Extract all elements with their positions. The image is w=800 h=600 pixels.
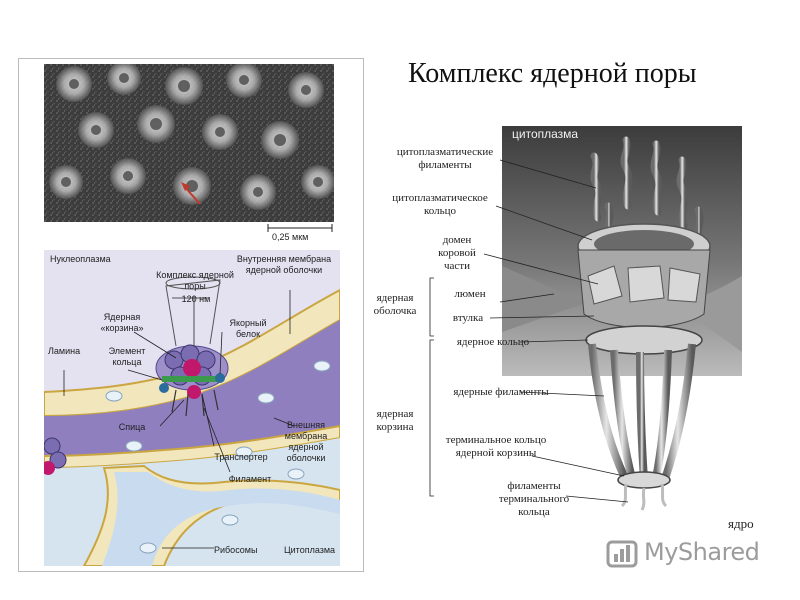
label-transporter: Транспортер [214, 452, 268, 462]
label-spoke: Спица [118, 422, 146, 432]
label-lumen: люмен [454, 288, 486, 300]
watermark-text: MyShared [644, 538, 760, 566]
scale-label: 0,25 мкм [272, 232, 309, 242]
label-ribosomes: Рибосомы [214, 545, 258, 555]
label-anchor-protein: Якорный белок [229, 318, 267, 339]
label-pore-complex: Комплекс ядерной поры [156, 270, 234, 291]
arrow-icon [181, 182, 201, 205]
label-nuclear-basket: Ядерная «корзина» [100, 312, 144, 333]
label-nuclear-basket-right: ядерная корзина [376, 408, 414, 433]
label-filament: Филамент [228, 474, 272, 484]
label-sleeve: втулка [452, 312, 484, 324]
label-terminal-ring: терминальное кольцо ядерной корзины [445, 434, 547, 459]
label-core-domain: домен коровой части [438, 234, 476, 272]
label-ring-element: Элемент кольца [108, 346, 146, 367]
label-nucleoplasm: Нуклеоплазма [50, 254, 111, 264]
label-cyto-ring: цитоплазматическое кольцо [392, 192, 488, 217]
label-nuclear-ring: ядерное кольцо [456, 336, 530, 348]
label-cyto-filaments: цитоплазматические филаменты [396, 146, 494, 171]
label-inner-membrane: Внутренняя мембрана ядерной оболочки [236, 254, 332, 275]
label-nuclear-filaments: ядерные филаменты [453, 386, 549, 398]
label-size: 120 нм [181, 294, 211, 304]
label-terminal-filaments: филаменты терминального кольца [498, 480, 570, 518]
slide-title: Комплекс ядерной поры [408, 58, 697, 89]
label-cytoplasm-left: Цитоплазма [284, 545, 336, 555]
nuclear-pore-3d-diagram [429, 126, 742, 511]
label-nucleus: ядро [728, 516, 754, 531]
label-outer-membrane: Внешняя мембрана ядерной оболочки [284, 420, 328, 463]
nuclear-envelope-diagram [44, 250, 340, 566]
label-lamina: Ламина [48, 346, 81, 356]
scale-bar [267, 224, 333, 232]
myshared-logo-icon [606, 540, 638, 568]
label-nuclear-envelope: ядерная оболочка [373, 292, 417, 317]
electron-micrograph [44, 64, 334, 222]
label-cytoplasm-right: цитоплазма [512, 127, 579, 141]
